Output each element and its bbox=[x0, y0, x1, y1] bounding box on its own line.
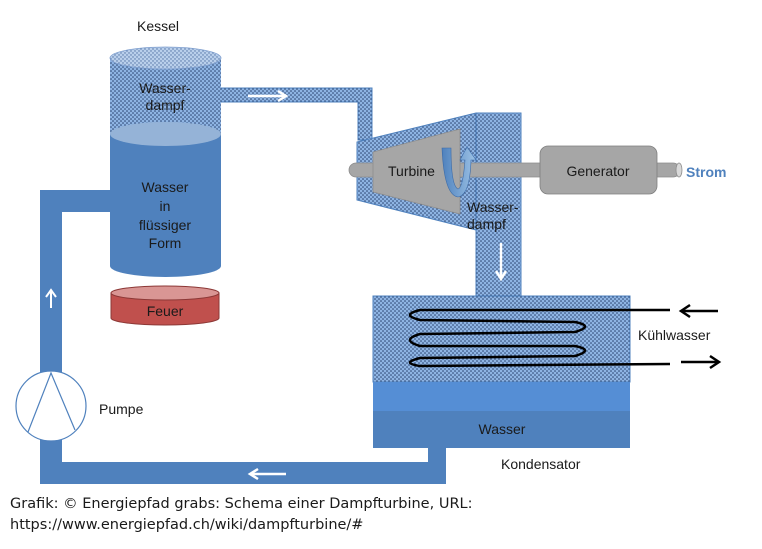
flow-arrow-up-icon bbox=[45, 288, 57, 308]
cooling-water-out-arrow-icon bbox=[681, 354, 722, 370]
fire-label: Feuer bbox=[147, 303, 184, 319]
steam-pipe-to-turbine bbox=[217, 87, 373, 141]
condenser-water-label: Wasser bbox=[479, 421, 526, 437]
strom-label: Strom bbox=[686, 164, 726, 180]
cooling-water-in-arrow-icon bbox=[678, 303, 718, 319]
boiler bbox=[109, 46, 222, 277]
boiler-steam-label-1: Wasser- bbox=[139, 80, 191, 96]
boiler-water-label-4: Form bbox=[149, 235, 182, 251]
cooling-water-label: Kühlwasser bbox=[638, 327, 711, 343]
boiler-water-label-2: in bbox=[160, 198, 171, 214]
boiler-water-label-3: flüssiger bbox=[139, 217, 191, 233]
boiler-steam-label-2: dampf bbox=[146, 97, 185, 113]
generator bbox=[539, 145, 658, 195]
pump-label: Pumpe bbox=[99, 401, 144, 417]
turbine-steam-label-2: dampf bbox=[467, 216, 506, 232]
boiler-title: Kessel bbox=[137, 18, 179, 34]
rotation-arrow-icon bbox=[441, 146, 477, 198]
turbine-label: Turbine bbox=[388, 163, 435, 179]
condenser-label: Kondensator bbox=[501, 456, 581, 472]
turbine bbox=[372, 128, 461, 215]
return-water-pipe bbox=[40, 190, 446, 484]
boiler-water-label-1: Wasser bbox=[142, 179, 189, 195]
fire-burner bbox=[110, 285, 220, 326]
generator-label: Generator bbox=[566, 163, 629, 179]
image-caption: Grafik: © Energiepfad grabs: Schema eine… bbox=[10, 494, 472, 536]
flow-arrow-left-icon bbox=[247, 467, 286, 481]
caption-line-1: Grafik: © Energiepfad grabs: Schema eine… bbox=[10, 496, 473, 512]
turbine-steam-label-1: Wasser- bbox=[467, 199, 519, 215]
flow-arrow-right-icon bbox=[248, 89, 289, 103]
pump bbox=[15, 370, 87, 442]
flow-arrow-down-icon bbox=[494, 243, 508, 282]
cooling-coil bbox=[408, 308, 671, 368]
caption-line-2: https://www.energiepfad.ch/wiki/dampftur… bbox=[10, 517, 364, 533]
